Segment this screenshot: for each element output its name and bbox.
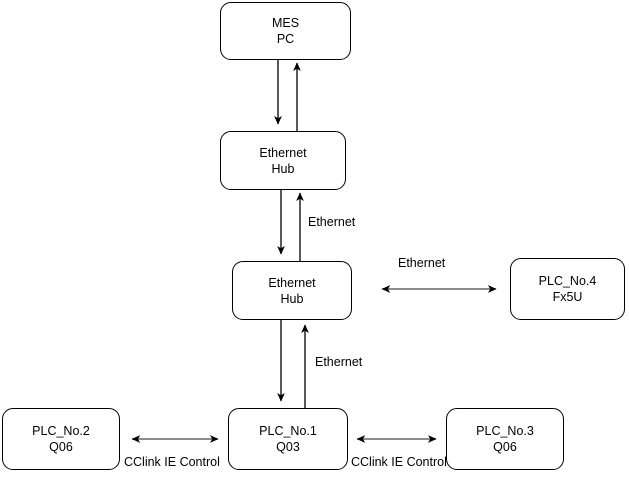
- connector-hubmid-to-plc1: [277, 320, 309, 408]
- label-cclink-left: CClink IE Control: [124, 455, 220, 469]
- node-ethernet-hub-top[interactable]: Ethernet Hub: [220, 131, 346, 190]
- node-ethernet-hub-top-line1: Ethernet: [259, 145, 307, 160]
- node-plc-no-1-line1: PLC_No.1: [259, 424, 317, 438]
- node-ethernet-hub-mid[interactable]: Ethernet Hub: [232, 261, 352, 320]
- node-plc-no-2-line2: Q06: [49, 440, 73, 454]
- label-ethernet-hub-hub: Ethernet: [308, 215, 356, 229]
- node-plc-no-3-line2: Q06: [493, 440, 517, 454]
- node-plc-no-1[interactable]: PLC_No.1 Q03: [228, 408, 348, 470]
- node-plc-no-4-line1: PLC_No.4: [538, 274, 597, 288]
- node-plc-no-2[interactable]: PLC_No.2 Q06: [2, 408, 120, 470]
- connector-hubtop-to-hubmid: [277, 190, 304, 261]
- node-ethernet-hub-mid-line2: Hub: [280, 291, 304, 306]
- node-plc-no-1-line2: Q03: [276, 440, 300, 454]
- node-ethernet-hub-top-line2: Hub: [271, 161, 295, 176]
- node-plc-no-2-line1: PLC_No.2: [32, 424, 90, 438]
- node-plc-no-3-line1: PLC_No.3: [476, 424, 534, 438]
- label-ethernet-hub-plc4: Ethernet: [398, 256, 446, 270]
- node-plc-no-4[interactable]: PLC_No.4 Fx5U: [510, 258, 625, 320]
- node-plc-no-3[interactable]: PLC_No.3 Q06: [446, 408, 564, 470]
- node-mes-pc[interactable]: MES PC: [220, 2, 351, 60]
- node-mes-pc-line2: PC: [276, 32, 295, 46]
- node-plc-no-4-line2: Fx5U: [552, 290, 583, 304]
- label-cclink-right: CClink IE Control: [351, 455, 447, 469]
- node-ethernet-hub-mid-line1: Ethernet: [268, 275, 316, 290]
- label-ethernet-hub-plc1: Ethernet: [315, 355, 363, 369]
- node-mes-pc-line1: MES: [271, 16, 300, 30]
- connector-mes-to-hubtop: [274, 60, 301, 131]
